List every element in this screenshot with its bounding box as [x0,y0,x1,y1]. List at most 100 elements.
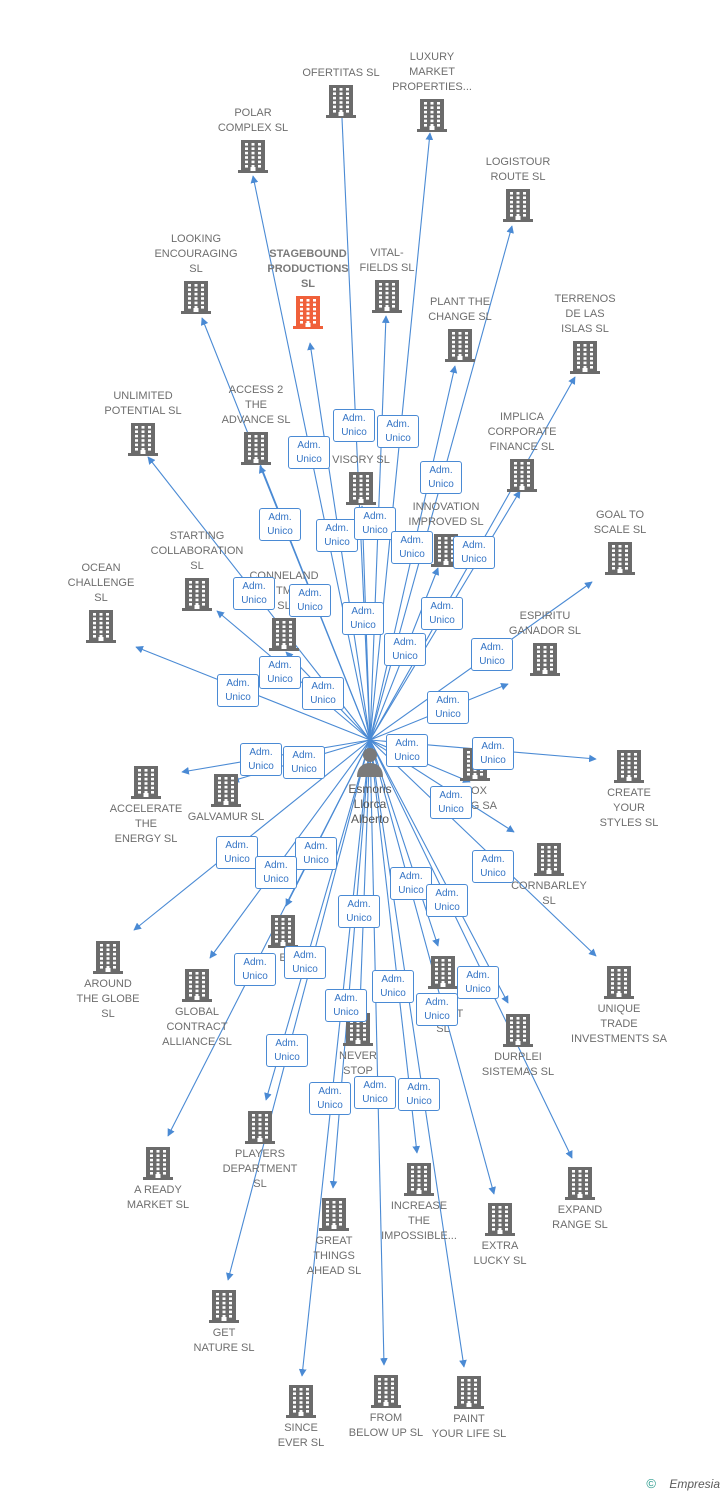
building-icon [346,471,376,505]
role-badge[interactable]: Adm. Unico [284,946,326,979]
company-node[interactable]: GLOBAL CONTRACT ALLIANCE SL [137,968,257,1049]
building-icon [570,340,600,374]
company-node[interactable]: ACCELERATE THE ENERGY SL [86,765,206,846]
role-badge[interactable]: Adm. Unico [457,966,499,999]
role-badge[interactable]: Adm. Unico [259,508,301,541]
role-badge[interactable]: Adm. Unico [333,409,375,442]
role-badge[interactable]: Adm. Unico [295,837,337,870]
company-node[interactable]: GOAL TO SCALE SL [560,508,680,575]
company-name: GALVAMUR SL [187,811,265,823]
role-badge[interactable]: Adm. Unico [289,584,331,617]
role-badge[interactable]: Adm. Unico [240,743,282,776]
role-badge[interactable]: Adm. Unico [391,531,433,564]
role-badge[interactable]: Adm. Unico [398,1078,440,1111]
building-icon [238,139,268,173]
role-badge[interactable]: Adm. Unico [234,953,276,986]
company-name: UNLIMITED POTENTIAL SL [104,390,182,417]
company-node[interactable]: LUXURY MARKET PROPERTIES... [372,50,492,132]
company-node[interactable]: LOGISTOUR ROUTE SL [458,155,578,222]
company-name: GET NATURE SL [193,1327,255,1354]
company-node[interactable]: VISORY SL [301,453,421,505]
company-node[interactable]: CORNBARLEY SL [489,842,609,908]
building-icon [534,842,564,876]
building-icon [605,541,635,575]
company-name: OCEAN CHALLENGE SL [67,562,135,604]
role-badge[interactable]: Adm. Unico [216,836,258,869]
company-node[interactable]: CREATE YOUR STYLES SL [569,749,689,830]
company-node[interactable]: PLANT THE CHANGE SL [400,295,520,362]
company-node[interactable]: E [223,914,343,965]
role-badge[interactable]: Adm. Unico [420,461,462,494]
role-badge[interactable]: Adm. Unico [283,746,325,779]
company-node[interactable]: POLAR COMPLEX SL [193,106,313,173]
company-node[interactable]: OCEAN CHALLENGE SL [41,561,161,643]
role-badge[interactable]: Adm. Unico [430,786,472,819]
company-node[interactable]: UNLIMITED POTENTIAL SL [83,389,203,456]
company-node[interactable]: GALVAMUR SL [166,773,286,824]
company-node[interactable]: SINCE EVER SL [241,1384,361,1450]
company-node[interactable]: FROM BELOW UP SL [326,1374,446,1440]
role-badge[interactable]: Adm. Unico [255,856,297,889]
role-badge[interactable]: Adm. Unico [266,1034,308,1067]
role-badge[interactable]: Adm. Unico [302,677,344,710]
company-node[interactable]: PAINT YOUR LIFE SL [409,1375,529,1441]
brand-logo[interactable]: Empresia [669,1477,720,1491]
company-node[interactable]: UNIQUE TRADE INVESTMENTS SA [559,965,679,1046]
role-badge[interactable]: Adm. Unico [354,507,396,540]
company-node[interactable]: A READY MARKET SL [98,1146,218,1212]
company-node[interactable]: DURPLEI SISTEMAS SL [458,1013,578,1079]
role-badge[interactable]: Adm. Unico [233,577,275,610]
company-name: GLOBAL CONTRACT ALLIANCE SL [162,1006,232,1048]
building-icon [530,642,560,676]
company-node[interactable]: GET NATURE SL [164,1289,284,1355]
company-node[interactable]: EXTRA LUCKY SL [440,1202,560,1268]
company-node[interactable]: STARTING COLLABORATION SL [137,529,257,611]
role-badge[interactable]: Adm. Unico [472,850,514,883]
company-node[interactable]: STAGEBOUND PRODUCTIONS SL [248,247,368,329]
role-badge[interactable]: Adm. Unico [354,1076,396,1109]
company-node[interactable]: TERRENOS DE LAS ISLAS SL [525,292,645,374]
company-node[interactable]: PLAYERS DEPARTMENT SL [200,1110,320,1191]
role-badge[interactable]: Adm. Unico [386,734,428,767]
company-name: INNOVATION IMPROVED SL [408,501,484,528]
role-badge[interactable]: Adm. Unico [453,536,495,569]
role-badge[interactable]: Adm. Unico [372,970,414,1003]
role-badge[interactable]: Adm. Unico [325,989,367,1022]
company-node[interactable]: ESPIRITU GANADOR SL [485,609,605,676]
role-badge[interactable]: Adm. Unico [259,656,301,689]
role-badge[interactable]: Adm. Unico [316,519,358,552]
company-node[interactable]: LOOKING ENCOURAGING SL [136,232,256,314]
center-person[interactable]: Esmoris Llorca Alberto [305,746,435,826]
building-icon [241,431,271,465]
role-badge[interactable]: Adm. Unico [342,602,384,635]
company-name: PAINT YOUR LIFE SL [431,1413,507,1440]
role-badge[interactable]: Adm. Unico [217,674,259,707]
company-node[interactable]: AROUND THE GLOBE SL [48,940,168,1021]
role-badge[interactable]: Adm. Unico [427,691,469,724]
role-badge[interactable]: Adm. Unico [377,415,419,448]
company-node[interactable]: IMPLICA CORPORATE FINANCE SL [462,410,582,492]
building-icon [417,98,447,132]
building-icon [454,1375,484,1409]
copyright-icon: © [646,1476,656,1491]
company-node[interactable]: INCREASE THE IMPOSSIBLE... [359,1162,479,1243]
role-badge[interactable]: Adm. Unico [471,638,513,671]
company-name: STARTING COLLABORATION SL [150,530,244,572]
role-badge[interactable]: Adm. Unico [309,1082,351,1115]
company-node[interactable]: EXPAND RANGE SL [520,1166,640,1232]
company-node[interactable]: OFERTITAS SL [281,66,401,118]
building-icon [181,280,211,314]
role-badge[interactable]: Adm. Unico [390,867,432,900]
company-node[interactable]: GREAT THINGS AHEAD SL [274,1197,394,1278]
role-badge[interactable]: Adm. Unico [338,895,380,928]
company-name: GREAT THINGS AHEAD SL [306,1235,362,1277]
company-name: AROUND THE GLOBE SL [76,978,140,1020]
role-badge[interactable]: Adm. Unico [384,633,426,666]
role-badge[interactable]: Adm. Unico [416,993,458,1026]
role-badge[interactable]: Adm. Unico [426,884,468,917]
company-node[interactable]: VITAL- FIELDS SL [327,246,447,313]
company-node[interactable]: ACCESS 2 THE ADVANCE SL [196,383,316,465]
role-badge[interactable]: Adm. Unico [288,436,330,469]
role-badge[interactable]: Adm. Unico [472,737,514,770]
role-badge[interactable]: Adm. Unico [421,597,463,630]
